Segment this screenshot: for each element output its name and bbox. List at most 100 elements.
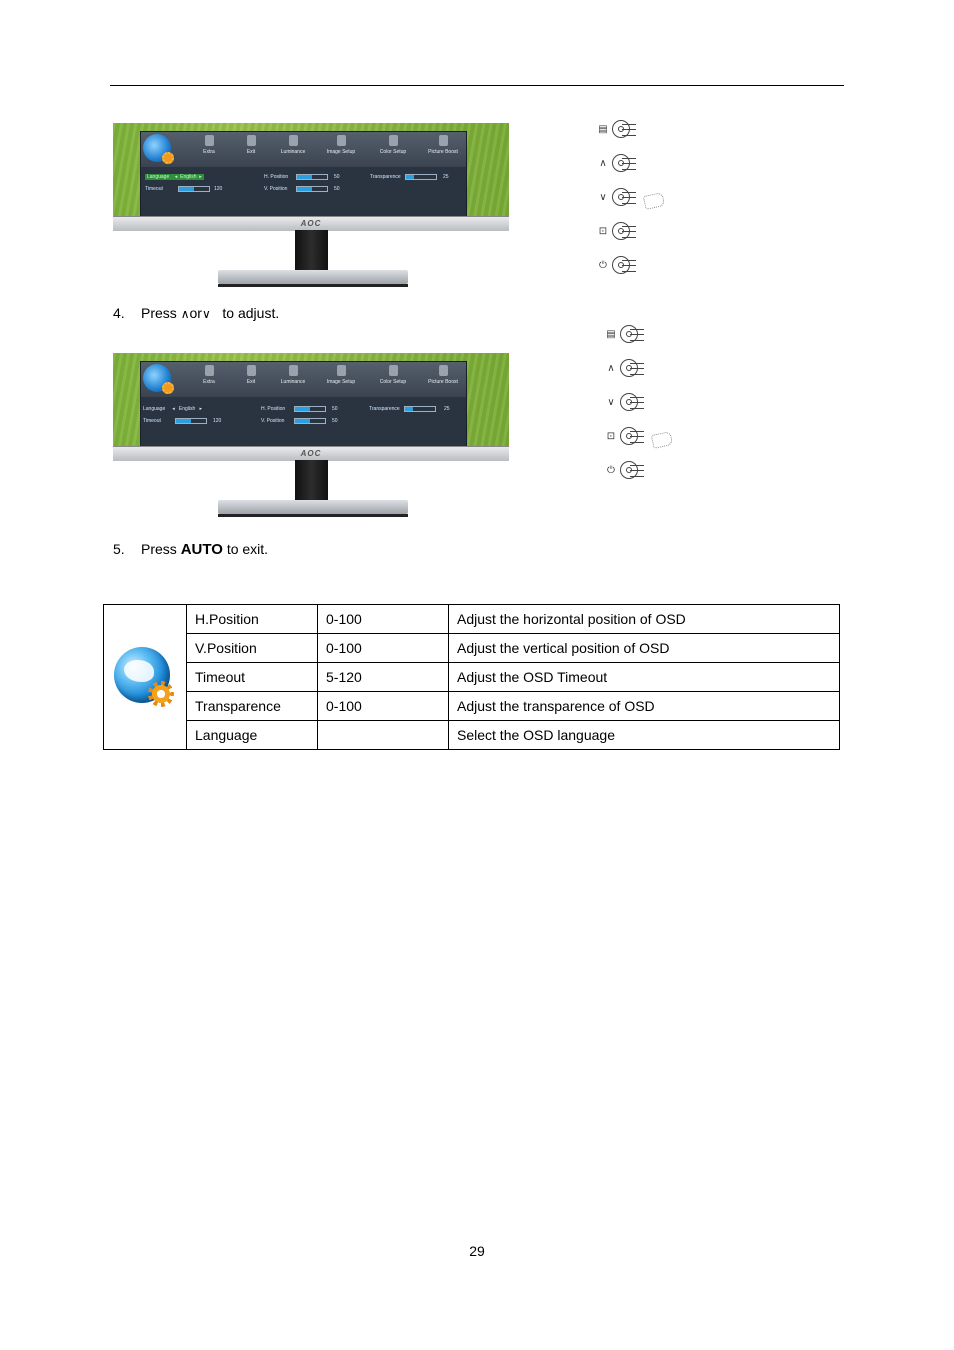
up-arrow-icon: ∧ — [607, 363, 615, 374]
osd-tab-extra: Extra — [185, 365, 233, 385]
table-cell-desc: Select the OSD language — [448, 720, 840, 750]
monitor-base — [218, 270, 408, 287]
osd-transparence-value: 25 — [444, 406, 450, 412]
button-knob-icon — [612, 154, 636, 174]
osd-hposition-value: 50 — [334, 174, 340, 180]
osd-timeout-label: Timeout — [145, 186, 163, 192]
table-cell-name: H.Position — [186, 604, 318, 634]
osd-menu: Extra Exit Luminance Image Setup Color S… — [140, 131, 467, 217]
auto-button-row: ⊡ — [606, 427, 686, 461]
pointing-hand-icon — [642, 192, 666, 210]
pointing-hand-icon — [650, 431, 674, 449]
osd-hposition-bar — [294, 406, 326, 412]
page-number: 29 — [469, 1243, 485, 1259]
down-arrow-icon: ∨ — [607, 397, 615, 408]
osd-setup-table: H.Position 0-100 Adjust the horizontal p… — [103, 604, 840, 750]
table-cell-desc: Adjust the transparence of OSD — [448, 691, 840, 721]
down-button-row: ∨ — [606, 393, 686, 427]
extra-globe-icon — [143, 364, 174, 394]
image-setup-icon — [336, 365, 346, 376]
auto-key-label: AUTO — [180, 541, 223, 558]
header-rule — [110, 85, 844, 86]
sun-icon — [288, 135, 298, 146]
monitor-neck — [295, 460, 328, 504]
osd-tab-bar: Extra Exit Luminance Image Setup Color S… — [141, 362, 466, 397]
osd-language-row: Language ◂ English ▸ — [143, 406, 202, 412]
power-icon: ⏻ — [599, 260, 607, 271]
up-arrow-icon: ∧ — [180, 307, 190, 321]
osd-vposition-label: V. Position — [261, 418, 285, 424]
menu-button-row: ▤ — [598, 120, 678, 154]
button-diagram-2: ▤ ∧ ∨ ⊡ ⏻ — [606, 325, 686, 495]
osd-transparence-value: 25 — [443, 174, 449, 180]
osd-timeout-value: 120 — [213, 418, 222, 424]
table-cell-range: 0-100 — [317, 604, 449, 634]
osd-transparence-label: Transparence — [369, 406, 400, 412]
table-row: Transparence 0-100 Adjust the transparen… — [104, 691, 840, 721]
osd-transparence-bar — [405, 174, 437, 180]
table-row: Language Select the OSD language — [104, 720, 840, 750]
osd-timeout-bar — [178, 186, 210, 192]
osd-tab-image-setup: Image Setup — [317, 135, 365, 155]
table-row: Timeout 5-120 Adjust the OSD Timeout — [104, 662, 840, 692]
table-cell-name: Timeout — [186, 662, 318, 692]
monitor-neck — [295, 230, 328, 274]
extra-globe-icon — [143, 134, 174, 164]
picture-boost-icon — [438, 135, 448, 146]
osd-timeout-value: 120 — [214, 186, 223, 192]
monitor-bezel: AOC — [113, 446, 509, 461]
button-knob-icon — [612, 256, 636, 276]
button-diagram-1: ▤ ∧ ∨ ⊡ ⏻ — [598, 120, 678, 290]
extra-icon — [204, 365, 214, 376]
power-button-row: ⏻ — [598, 256, 678, 290]
osd-tab-picture-boost: Picture Boost — [419, 365, 467, 385]
osd-hposition-label: H. Position — [261, 406, 286, 412]
osd-tab-bar: Extra Exit Luminance Image Setup Color S… — [141, 132, 466, 167]
table-cell-range: 5-120 — [317, 662, 449, 692]
step-4: 4.Press ∧or∨ to adjust. — [113, 305, 280, 321]
down-arrow-icon: ∨ — [599, 192, 607, 203]
button-knob-icon — [620, 461, 644, 481]
osd-hposition-label: H. Position — [264, 174, 289, 180]
osd-language-row: Language ◂ English ▸ — [145, 174, 204, 180]
monitor-base — [218, 500, 408, 517]
table-cell-desc: Adjust the horizontal position of OSD — [448, 604, 840, 634]
osd-hposition-bar — [296, 174, 328, 180]
monitor-figure-1: Extra Exit Luminance Image Setup Color S… — [113, 123, 509, 289]
button-knob-icon — [612, 188, 636, 208]
osd-vposition-value: 50 — [334, 186, 340, 192]
osd-tab-picture-boost: Picture Boost — [419, 135, 467, 155]
osd-vposition-label: V. Position — [264, 186, 288, 192]
sun-icon — [288, 365, 298, 376]
table-cell-name: Transparence — [186, 691, 318, 721]
image-setup-icon — [336, 135, 346, 146]
step-5: 5.Press AUTO to exit. — [113, 541, 269, 558]
osd-vposition-bar — [296, 186, 328, 192]
table-cell-range: 0-100 — [317, 633, 449, 663]
osd-tab-luminance: Luminance — [269, 135, 317, 155]
color-setup-icon — [388, 365, 398, 376]
table-cell-range: 0-100 — [317, 691, 449, 721]
auto-button-row: ⊡ — [598, 222, 678, 256]
monitor-figure-2: Extra Exit Luminance Image Setup Color S… — [113, 353, 509, 519]
auto-icon: ⊡ — [606, 431, 616, 442]
button-knob-icon — [612, 120, 636, 140]
power-button-row: ⏻ — [606, 461, 686, 495]
up-arrow-icon: ∧ — [599, 158, 607, 169]
exit-icon — [246, 365, 256, 376]
picture-boost-icon — [438, 365, 448, 376]
table-cell-name: V.Position — [186, 633, 318, 663]
osd-menu: Extra Exit Luminance Image Setup Color S… — [140, 361, 467, 447]
button-knob-icon — [612, 222, 636, 242]
table-cell-name: Language — [186, 720, 318, 750]
osd-hposition-value: 50 — [332, 406, 338, 412]
auto-icon: ⊡ — [598, 226, 608, 237]
brand-logo: AOC — [300, 449, 322, 458]
table-icon-cell — [103, 604, 187, 750]
table-row: H.Position 0-100 Adjust the horizontal p… — [103, 604, 840, 750]
up-button-row: ∧ — [598, 154, 678, 188]
osd-vposition-value: 50 — [332, 418, 338, 424]
osd-setup-globe-icon — [114, 645, 176, 707]
menu-icon: ▤ — [598, 124, 608, 135]
brand-logo: AOC — [300, 219, 322, 228]
